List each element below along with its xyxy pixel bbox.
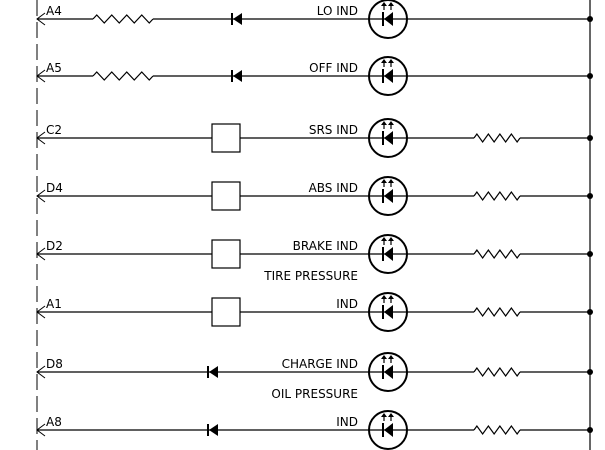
- pin-label: D4: [46, 181, 63, 195]
- indicator-label: TIRE PRESSURE: [263, 269, 358, 283]
- indicator-label: CHARGE IND: [282, 357, 358, 371]
- connector-arrow: [36, 305, 46, 319]
- resistor-symbol: [92, 14, 154, 24]
- circuit-rows: A4 LO IND A5 OFF IND C2 SRS IND D4 ABS IND D2 BRA…: [36, 0, 593, 450]
- connector-arrow: [36, 189, 46, 203]
- connector-box: [211, 123, 241, 153]
- junction-dot: [587, 73, 593, 79]
- connector-arrow: [36, 69, 46, 83]
- connector-arrow: [36, 365, 46, 379]
- indicator-label: OIL PRESSURE: [271, 387, 358, 401]
- pin-label: D2: [46, 239, 63, 253]
- resistor-symbol: [473, 190, 521, 202]
- pin-label: C2: [46, 123, 62, 137]
- indicator-label: LO IND: [317, 4, 358, 18]
- junction-dot: [587, 193, 593, 199]
- pin-label: D8: [46, 357, 63, 371]
- pin-label: A8: [46, 415, 62, 429]
- resistor-symbol: [473, 424, 521, 436]
- diode-symbol: [233, 70, 242, 82]
- circuit-row: D2 BRAKE IND: [36, 234, 593, 274]
- connector-box: [211, 239, 241, 269]
- connector-box: [211, 181, 241, 211]
- junction-dot: [587, 251, 593, 257]
- junction-dot: [587, 135, 593, 141]
- led-indicator-icon: [368, 410, 408, 450]
- diode-symbol: [209, 424, 218, 436]
- indicator-label: SRS IND: [309, 123, 358, 137]
- circuit-row: A1 TIRE PRESSURE IND: [36, 269, 593, 332]
- indicator-label: OFF IND: [309, 61, 358, 75]
- connector-arrow: [36, 131, 46, 145]
- diode-symbol: [233, 13, 242, 25]
- circuit-row: A8 OIL PRESSURE IND: [36, 387, 593, 450]
- resistor-symbol: [473, 132, 521, 144]
- resistor-symbol: [473, 248, 521, 260]
- resistor-symbol: [92, 71, 154, 81]
- diode-symbol: [209, 366, 218, 378]
- resistor-symbol: [473, 366, 521, 378]
- circuit-row: A5 OFF IND: [36, 56, 593, 96]
- indicator-label-line2: IND: [336, 415, 358, 429]
- led-indicator-icon: [368, 176, 408, 216]
- circuit-row: D4 ABS IND: [36, 176, 593, 216]
- junction-dot: [587, 16, 593, 22]
- indicator-label: BRAKE IND: [293, 239, 358, 253]
- connector-arrow: [36, 12, 46, 26]
- indicator-label-line2: IND: [336, 297, 358, 311]
- led-indicator-icon: [368, 56, 408, 96]
- junction-dot: [587, 427, 593, 433]
- junction-dot: [587, 309, 593, 315]
- resistor-symbol: [473, 306, 521, 318]
- circuit-row: A4 LO IND: [36, 0, 593, 39]
- led-indicator-icon: [368, 234, 408, 274]
- indicator-label: ABS IND: [309, 181, 358, 195]
- connector-arrow: [36, 247, 46, 261]
- pin-label: A4: [46, 4, 62, 18]
- connector-arrow: [36, 423, 46, 437]
- led-indicator-icon: [368, 0, 408, 39]
- pin-label: A1: [46, 297, 62, 311]
- circuit-row: C2 SRS IND: [36, 118, 593, 158]
- junction-dot: [587, 369, 593, 375]
- led-indicator-icon: [368, 292, 408, 332]
- led-indicator-icon: [368, 118, 408, 158]
- circuit-row: D8 CHARGE IND: [36, 352, 593, 392]
- led-indicator-icon: [368, 352, 408, 392]
- pin-label: A5: [46, 61, 62, 75]
- connector-box: [211, 297, 241, 327]
